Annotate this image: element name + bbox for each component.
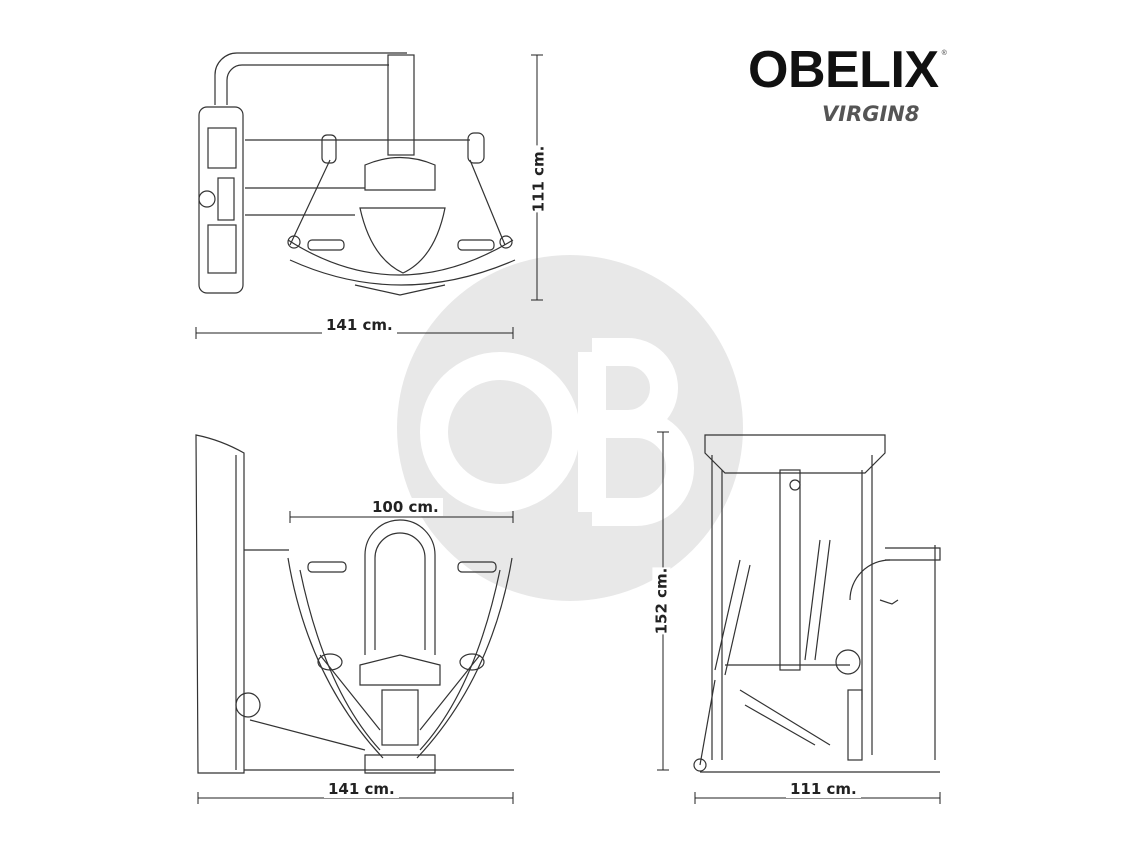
front-view-handles-label: 100 cm. xyxy=(368,498,443,516)
brand-logo: OBELIX xyxy=(748,41,939,99)
watermark-ob-glyphs xyxy=(420,338,694,526)
dimension-lines xyxy=(195,54,941,804)
top-view-width-label: 141 cm. xyxy=(322,316,397,334)
side-view-height-label: 152 cm. xyxy=(652,567,671,635)
brand-logo-group: OBELIX ® xyxy=(748,44,947,96)
watermark-logo xyxy=(397,255,743,601)
top-view xyxy=(198,52,516,296)
top-view-depth-label: 111 cm. xyxy=(529,145,548,213)
model-name: VIRGIN8 xyxy=(822,102,920,126)
registered-mark: ® xyxy=(941,50,947,57)
side-view-depth-label: 111 cm. xyxy=(786,780,861,798)
front-view xyxy=(195,434,514,774)
front-view-width-label: 141 cm. xyxy=(324,780,399,798)
side-view xyxy=(693,434,941,773)
